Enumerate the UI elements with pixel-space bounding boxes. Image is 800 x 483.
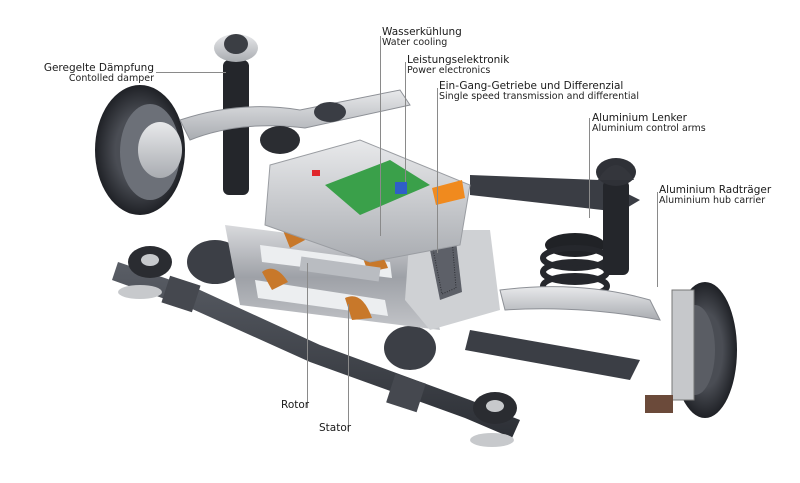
leader-line-hub-carrier [657,192,658,287]
callout-en: Power electronics [407,65,491,77]
callout-control-arms: Aluminium Lenker Aluminium control arms [592,112,706,135]
callout-en: Water cooling [382,37,448,49]
leader-line-stator [348,304,349,432]
callout-de: Stator [319,422,352,434]
callout-de: Leistungselektronik [407,54,510,66]
left-wheel [95,85,185,215]
callout-stator: Stator [319,422,351,434]
callout-de: Aluminium Lenker [592,112,687,124]
leader-line-water-cooling [380,36,381,236]
callout-damper: Geregelte Dämpfung Contolled damper [44,62,154,85]
callout-en: Aluminium control arms [592,123,706,135]
callout-en: Single speed transmission and differenti… [439,91,639,103]
right-wheel [645,282,737,418]
callout-de: Rotor [281,399,310,411]
power-electronics-unit [264,139,471,263]
callout-en: Aluminium hub carrier [659,195,766,207]
subframe [112,246,520,447]
leader-line-transmission [437,88,438,253]
callout-de: Ein-Gang-Getriebe und Differenzial [439,80,624,92]
callout-de: Wasserkühlung [382,26,462,38]
leader-line-rotor [307,263,308,408]
callout-power-electronics: Leistungselektronik Power electronics [407,54,509,77]
right-damper [596,158,636,275]
callout-water-cooling: Wasserkühlung Water cooling [382,26,462,49]
callout-rotor: Rotor [281,399,309,411]
leader-line-control-arms [589,118,590,218]
callout-hub-carrier: Aluminium Radträger Aluminium hub carrie… [659,184,771,207]
callout-en: Contolled damper [68,73,154,85]
callout-de: Geregelte Dämpfung [43,62,154,74]
leader-line-power-electronics [405,62,406,182]
callout-de: Aluminium Radträger [659,184,772,196]
callout-transmission: Ein-Gang-Getriebe und Differenzial Singl… [439,80,639,103]
leader-line-damper [156,72,226,73]
